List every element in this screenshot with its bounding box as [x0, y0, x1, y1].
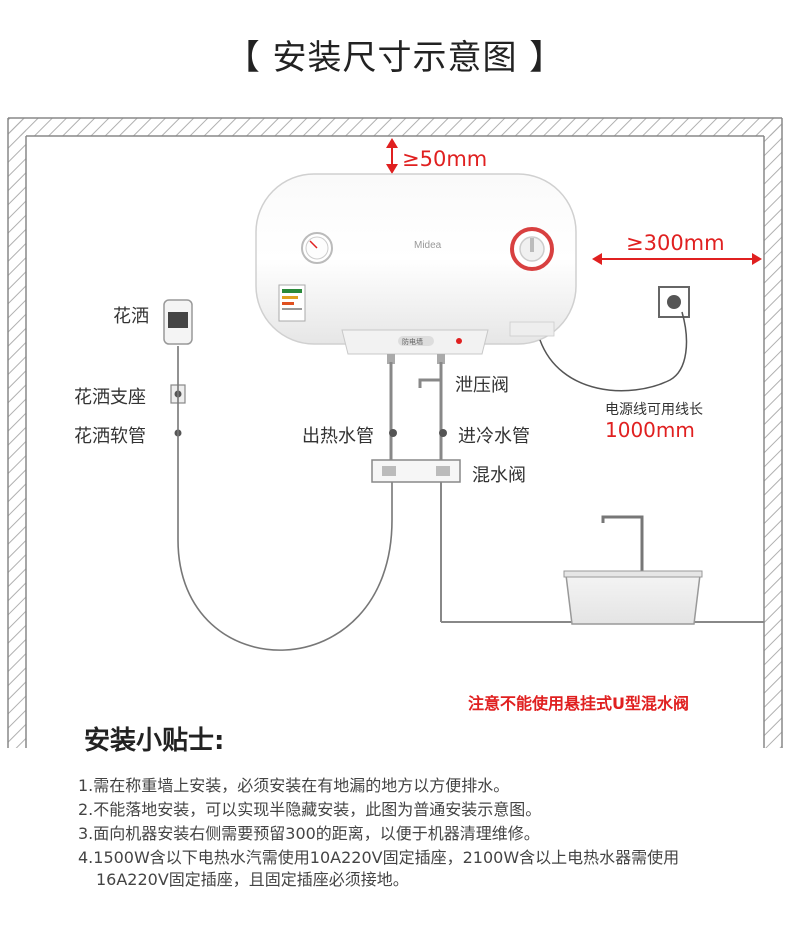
tip-item: 1.需在称重墙上安装，必须安装在有地漏的地方以方便排水。	[78, 776, 510, 795]
top-clearance-label: ≥50mm	[402, 147, 488, 171]
tip-item: 2.不能落地安装，可以实现半隐藏安装，此图为普通安装示意图。	[78, 800, 542, 819]
shower-hose-label: 花洒软管	[74, 426, 146, 447]
top-clearance-arrow	[386, 138, 398, 174]
cable-length-value: 1000mm	[605, 418, 695, 442]
panel-badge: 防电墙	[402, 337, 423, 346]
sink	[563, 515, 703, 625]
side-clearance-label: ≥300mm	[626, 231, 725, 255]
shower-holder-label: 花洒支座	[74, 387, 146, 408]
warning-note: 注意不能使用悬挂式U型混水阀	[468, 694, 689, 713]
shower-head-label: 花洒	[113, 306, 149, 327]
power-socket	[658, 286, 690, 318]
tips-heading: 安装小贴士:	[84, 726, 225, 756]
cold-inlet-label: 进冷水管	[458, 426, 530, 447]
power-cable	[539, 311, 688, 392]
brand-logo: Midea	[414, 240, 442, 251]
wall-frame	[7, 117, 783, 748]
side-clearance-arrow	[592, 253, 762, 265]
shower-head	[163, 299, 193, 345]
mixing-valve-label: 混水阀	[472, 465, 526, 486]
hot-outlet-label: 出热水管	[302, 426, 374, 447]
tip-item: 3.面向机器安装右侧需要预留300的距离，以便于机器清理维修。	[78, 824, 540, 843]
shower-hose	[177, 346, 393, 651]
tip-item: 4.1500W含以下电热水汽需使用10A220V固定插座，2100W含以上电热水…	[78, 848, 680, 867]
tip-item-continuation: 16A220V固定插座，且固定插座必须接地。	[96, 870, 409, 889]
water-heater	[255, 173, 577, 364]
cable-length-label: 电源线可用线长	[605, 402, 703, 418]
page-title: 【 安装尺寸示意图 】	[225, 38, 565, 78]
relief-valve-label: 泄压阀	[455, 375, 509, 396]
